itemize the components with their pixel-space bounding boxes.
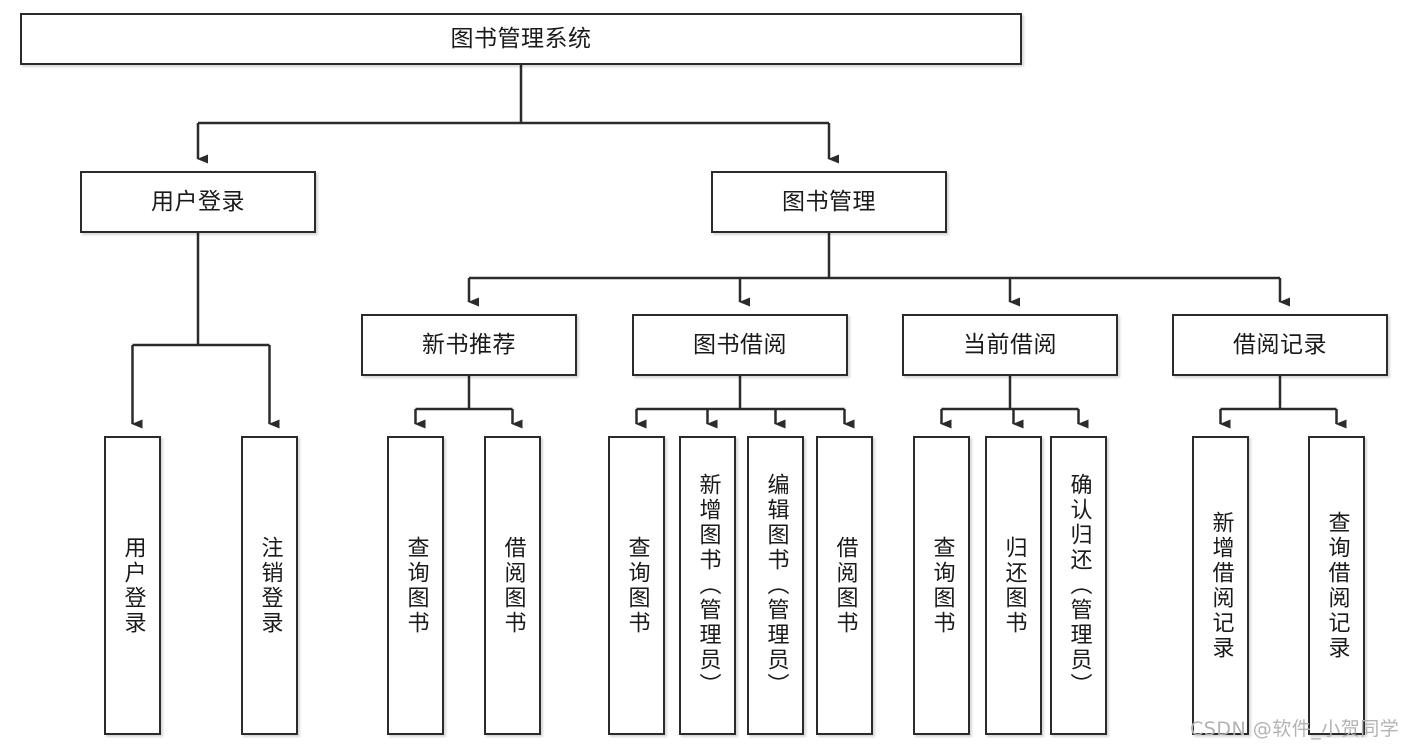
node-label: 图书管理 <box>782 188 876 215</box>
node-l-b2[interactable]: 借阅图书 <box>816 436 873 735</box>
node-login[interactable]: 用户登录 <box>80 171 316 233</box>
node-label: 查询图书 <box>403 535 429 636</box>
node-label: 查询借阅记录 <box>1324 510 1350 661</box>
node-root[interactable]: 图书管理系统 <box>20 13 1022 65</box>
node-l-q2[interactable]: 查询图书 <box>608 436 665 735</box>
node-label: 借阅记录 <box>1233 331 1327 358</box>
node-l-conf[interactable]: 确认归还（管理员） <box>1050 436 1107 735</box>
node-label: 确认归还（管理员） <box>1066 473 1092 698</box>
node-label: 图书借阅 <box>693 331 787 358</box>
node-label: 注销登录 <box>257 535 283 636</box>
node-bookmgmt[interactable]: 图书管理 <box>711 171 947 233</box>
node-label: 当前借阅 <box>963 331 1057 358</box>
node-l-b1[interactable]: 借阅图书 <box>484 436 541 735</box>
node-label: 归还图书 <box>1001 535 1027 636</box>
node-records[interactable]: 借阅记录 <box>1172 314 1388 376</box>
node-l-login[interactable]: 用户登录 <box>104 436 161 735</box>
node-label: 借阅图书 <box>832 535 858 636</box>
node-label: 新书推荐 <box>422 331 516 358</box>
node-label: 图书管理系统 <box>450 25 592 52</box>
csdn-watermark: CSDN @软件_小贺同学 <box>1190 718 1400 740</box>
node-l-logout[interactable]: 注销登录 <box>241 436 298 735</box>
node-l-qrec[interactable]: 查询借阅记录 <box>1308 436 1365 735</box>
node-label: 用户登录 <box>120 535 146 636</box>
node-newbook[interactable]: 新书推荐 <box>361 314 577 376</box>
node-current[interactable]: 当前借阅 <box>902 314 1118 376</box>
node-l-edit[interactable]: 编辑图书（管理员） <box>747 436 804 735</box>
node-l-add[interactable]: 新增图书（管理员） <box>679 436 736 735</box>
node-l-ret[interactable]: 归还图书 <box>985 436 1042 735</box>
node-l-q1[interactable]: 查询图书 <box>387 436 444 735</box>
node-label: 编辑图书（管理员） <box>763 473 789 698</box>
node-label: 用户登录 <box>151 188 245 215</box>
node-label: 查询图书 <box>624 535 650 636</box>
node-label: 新增借阅记录 <box>1208 510 1234 661</box>
node-l-q3[interactable]: 查询图书 <box>913 436 970 735</box>
node-borrow[interactable]: 图书借阅 <box>632 314 848 376</box>
node-label: 新增图书（管理员） <box>695 473 721 698</box>
node-label: 借阅图书 <box>500 535 526 636</box>
node-label: 查询图书 <box>929 535 955 636</box>
node-l-addrec[interactable]: 新增借阅记录 <box>1192 436 1249 735</box>
